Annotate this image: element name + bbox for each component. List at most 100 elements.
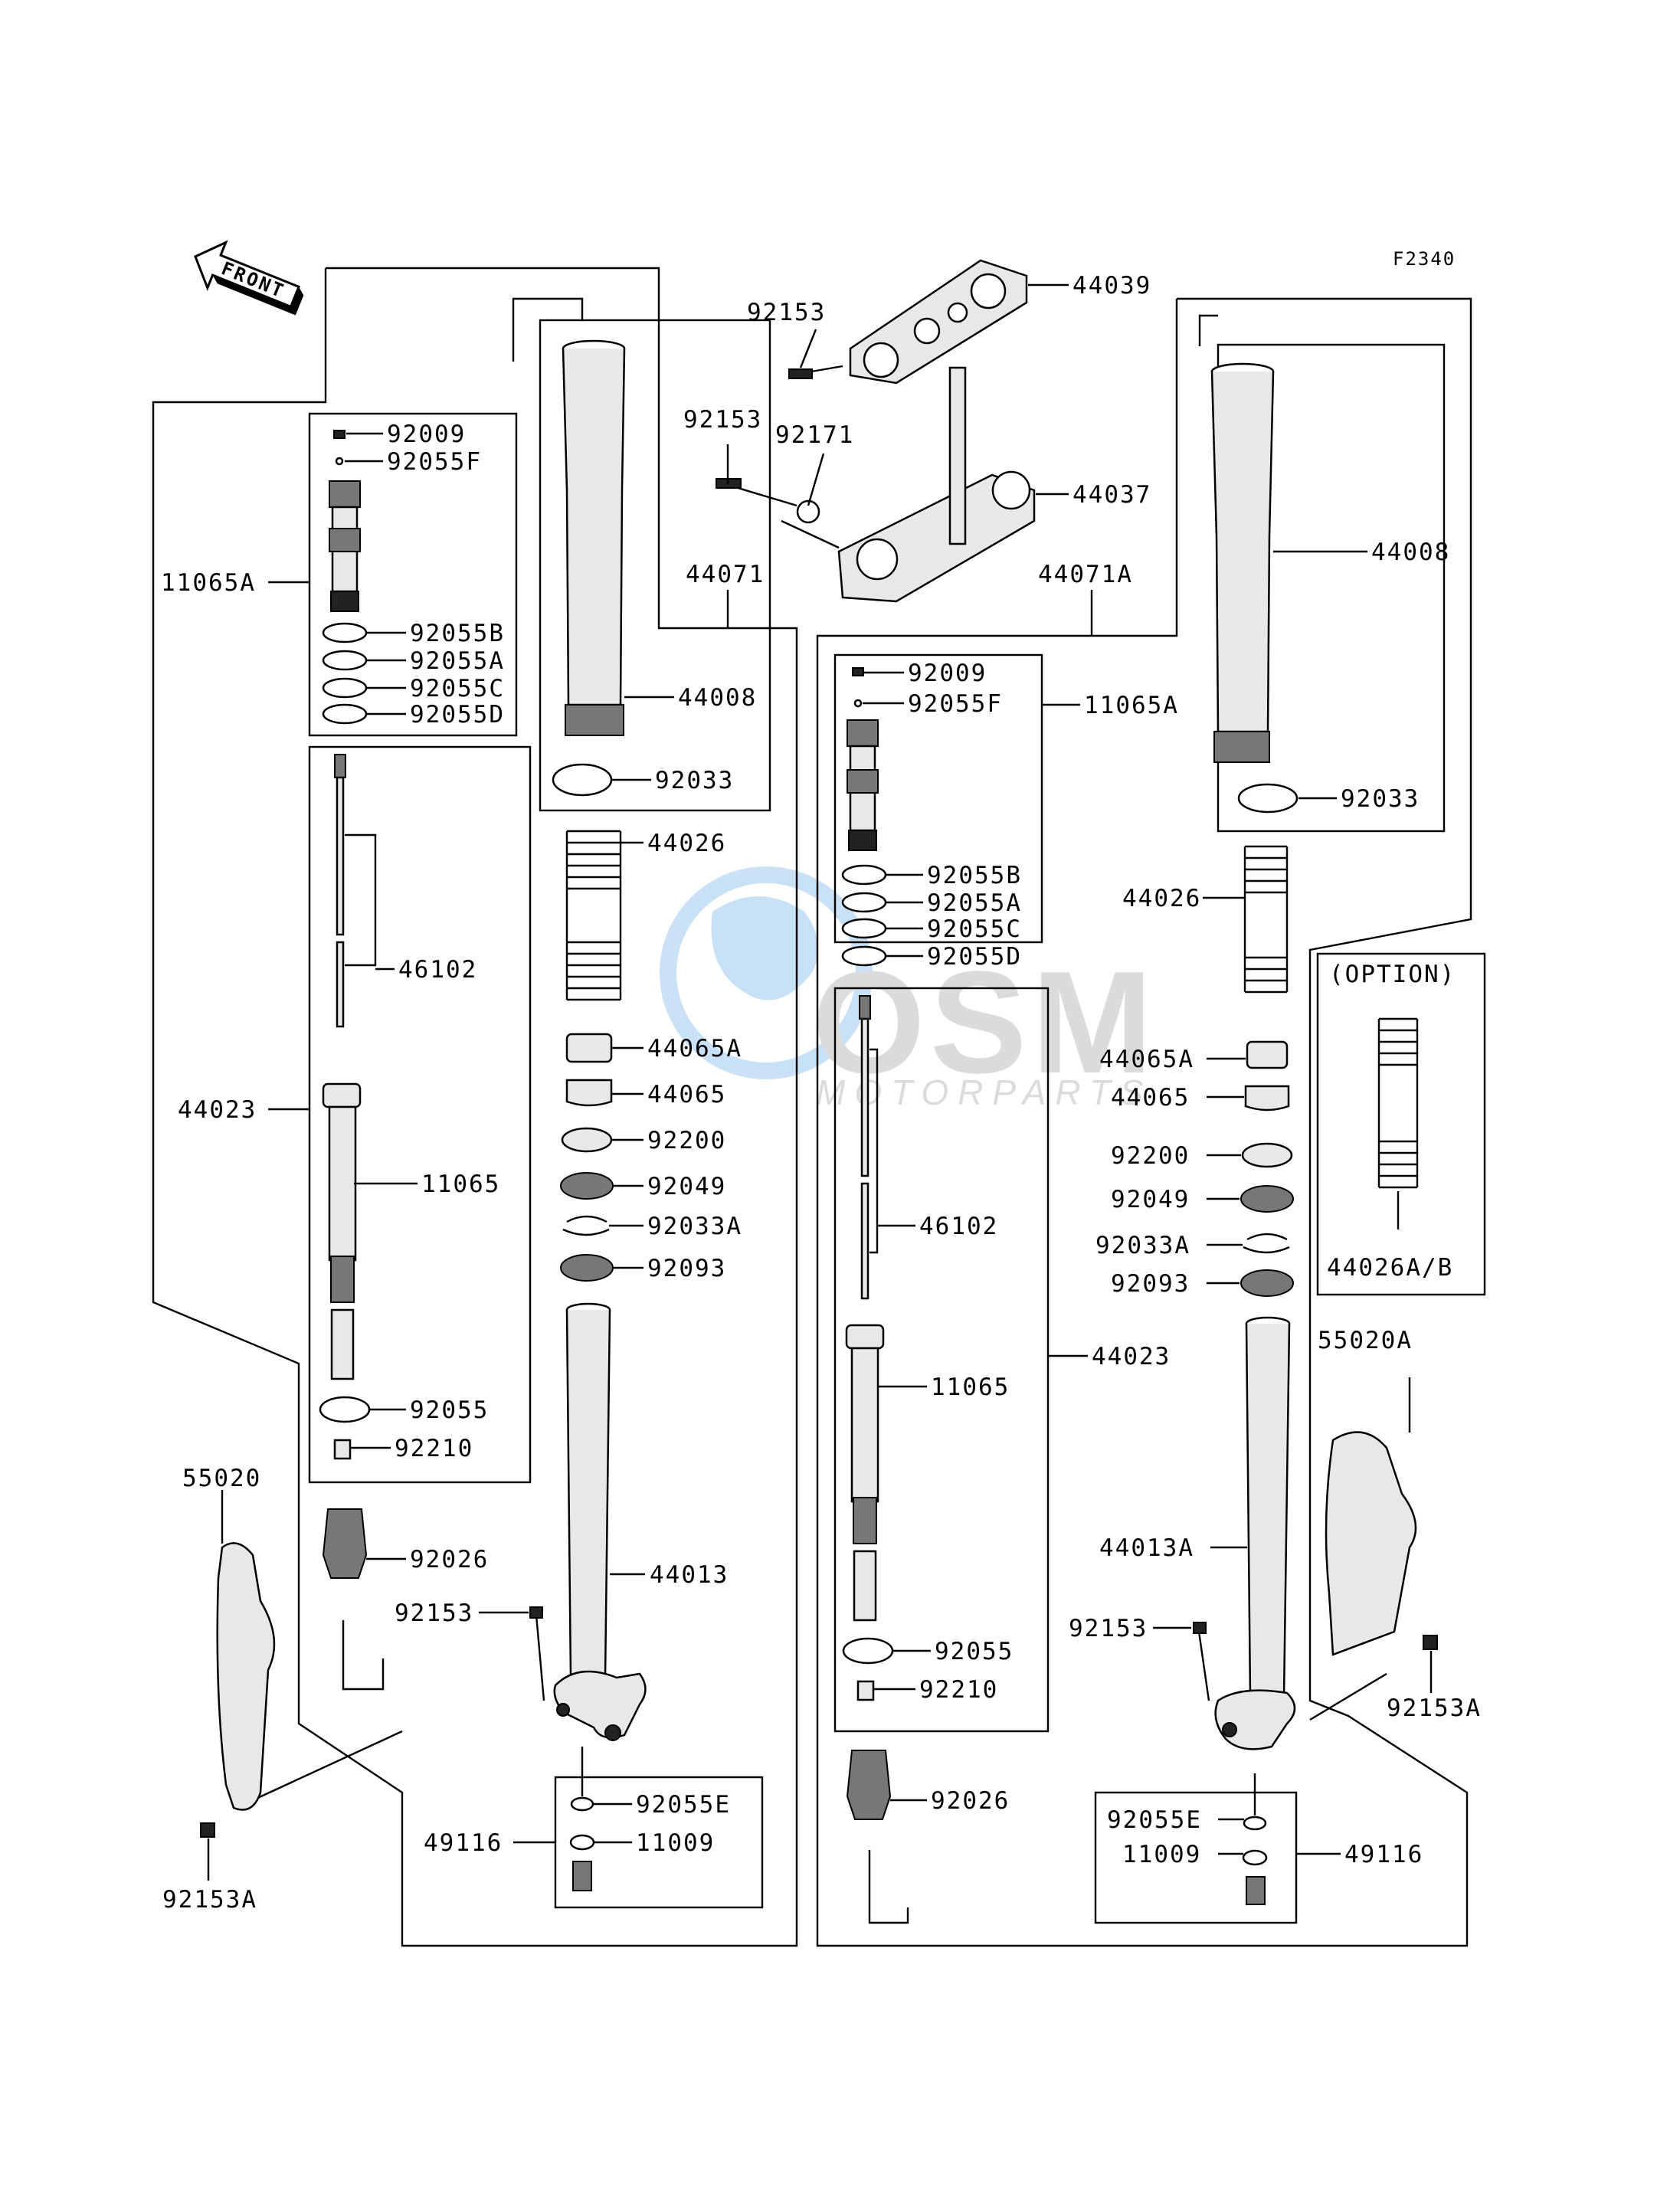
label-right-92055A: 92055A (927, 889, 1022, 917)
label-right-55020A: 55020A (1318, 1327, 1413, 1354)
label-left-46102: 46102 (398, 956, 477, 984)
label-left-55020: 55020 (182, 1465, 261, 1492)
label-left-11009: 11009 (636, 1829, 715, 1857)
label-left-92055E: 92055E (636, 1791, 731, 1819)
right-oring-92033 (1237, 783, 1298, 814)
label-left-44023: 44023 (178, 1096, 257, 1124)
label-left-92026: 92026 (410, 1546, 489, 1573)
label-left-11065: 11065 (421, 1171, 500, 1198)
left-fork-guard-55020 (216, 1542, 276, 1811)
label-right-44065A: 44065A (1099, 1046, 1194, 1073)
left-oring-92033 (552, 763, 613, 797)
right-base-valve-92026 (846, 1750, 892, 1820)
label-right-92009: 92009 (908, 660, 987, 687)
label-left-44065A: 44065A (647, 1035, 742, 1062)
right-bolt-92153 (1193, 1622, 1207, 1634)
label-left-92009: 92009 (387, 421, 466, 448)
label-left-92153: 92153 (395, 1599, 473, 1627)
label-right-11065: 11065 (931, 1374, 1010, 1401)
label-right-11065A: 11065A (1084, 692, 1179, 719)
label-left-92033A: 92033A (647, 1213, 742, 1240)
option-label: (OPTION) (1329, 961, 1456, 988)
watermark-sub: MOTORPARTS (816, 1072, 1152, 1112)
left-base-valve-92026 (322, 1508, 368, 1579)
label-right-92093: 92093 (1111, 1270, 1190, 1298)
watermark: OSM MOTORPARTS (660, 866, 1153, 1112)
left-seal-92049 (560, 1172, 614, 1200)
label-right-92055B: 92055B (927, 862, 1022, 889)
left-cartridge-11065A (329, 430, 361, 612)
right-clip-92033A (1243, 1233, 1290, 1254)
label-92171: 92171 (775, 421, 854, 449)
label-right-92200: 92200 (1111, 1142, 1190, 1170)
label-right-92026: 92026 (931, 1787, 1010, 1815)
label-right-92055E: 92055E (1107, 1806, 1202, 1834)
right-lower-tube-44013A (1214, 1316, 1296, 1750)
label-right-92033: 92033 (1341, 785, 1420, 813)
label-44071A: 44071A (1038, 561, 1133, 588)
label-right-92055F: 92055F (908, 690, 1003, 718)
label-right-44023: 44023 (1092, 1343, 1171, 1370)
left-bolt-92153 (529, 1606, 543, 1619)
label-right-49116: 49116 (1344, 1841, 1423, 1868)
watermark-globe-icon (660, 866, 873, 1079)
left-cartridge-11065 (322, 1082, 362, 1380)
left-damper-rod-46102 (334, 754, 346, 1028)
label-left-92055F: 92055F (387, 448, 482, 476)
label-left-49116: 49116 (424, 1829, 503, 1857)
right-bushing-92210 (856, 1680, 875, 1701)
diagram-code: F2340 (1393, 248, 1456, 270)
left-spring-44026 (565, 830, 622, 1001)
right-outer-tube-44008 (1210, 362, 1275, 763)
label-44071: 44071 (686, 561, 765, 588)
left-clip-92033A (562, 1215, 610, 1236)
option-spring-44026AB (1377, 1017, 1419, 1229)
label-left-92049: 92049 (647, 1173, 726, 1200)
left-collar-44065A (565, 1033, 613, 1063)
label-right-92055: 92055 (935, 1638, 1014, 1665)
left-oring-92055 (319, 1396, 371, 1423)
label-left-92210: 92210 (395, 1435, 473, 1462)
group-outlines (152, 267, 1486, 1947)
label-right-92153: 92153 (1069, 1615, 1148, 1642)
label-left-44008: 44008 (678, 684, 757, 712)
label-left-44065: 44065 (647, 1081, 726, 1108)
right-spring-44026 (1243, 845, 1289, 994)
upper-triple-clamp (788, 259, 1028, 385)
label-44039: 44039 (1073, 272, 1151, 300)
label-right-11009: 11009 (1122, 1841, 1201, 1868)
left-seal-92093 (560, 1254, 614, 1282)
front-arrow-icon: FRONT (194, 240, 304, 316)
label-left-44026: 44026 (647, 830, 726, 857)
left-outer-tube-44008 (562, 339, 626, 736)
right-seal-92200 (1241, 1142, 1293, 1168)
right-cartridge-11065A (847, 667, 879, 851)
left-bolt-92153A (200, 1822, 215, 1838)
label-left-92153A: 92153A (162, 1886, 257, 1914)
right-collar-44065A (1246, 1040, 1289, 1069)
label-right-44065: 44065 (1111, 1084, 1190, 1112)
left-collar-44065 (565, 1079, 613, 1107)
right-damper-rod-46102 (859, 995, 871, 1300)
label-92153-top-a: 92153 (747, 299, 826, 326)
label-right-92033A: 92033A (1095, 1232, 1190, 1259)
right-fork-guard-55020A (1325, 1431, 1417, 1656)
left-lower-tube-44013 (553, 1302, 647, 1741)
label-left-92055D: 92055D (410, 701, 505, 729)
left-seal-92200 (561, 1127, 613, 1153)
label-right-44026: 44026 (1122, 885, 1201, 912)
label-right-92055D: 92055D (927, 943, 1022, 971)
right-seal-92049 (1240, 1185, 1294, 1213)
label-left-44013: 44013 (650, 1561, 729, 1589)
label-left-92055: 92055 (410, 1396, 489, 1424)
label-right-92049: 92049 (1111, 1186, 1190, 1213)
right-plug-49116 (1246, 1876, 1266, 1905)
label-right-92153A: 92153A (1387, 1694, 1482, 1722)
label-left-92033: 92033 (655, 767, 734, 794)
label-left-92055C: 92055C (410, 675, 505, 702)
right-bolt-92153A (1423, 1635, 1438, 1650)
right-seal-92093 (1240, 1269, 1294, 1297)
label-left-92055A: 92055A (410, 647, 505, 675)
right-cartridge-11065 (845, 1324, 885, 1622)
label-44037: 44037 (1073, 481, 1151, 509)
